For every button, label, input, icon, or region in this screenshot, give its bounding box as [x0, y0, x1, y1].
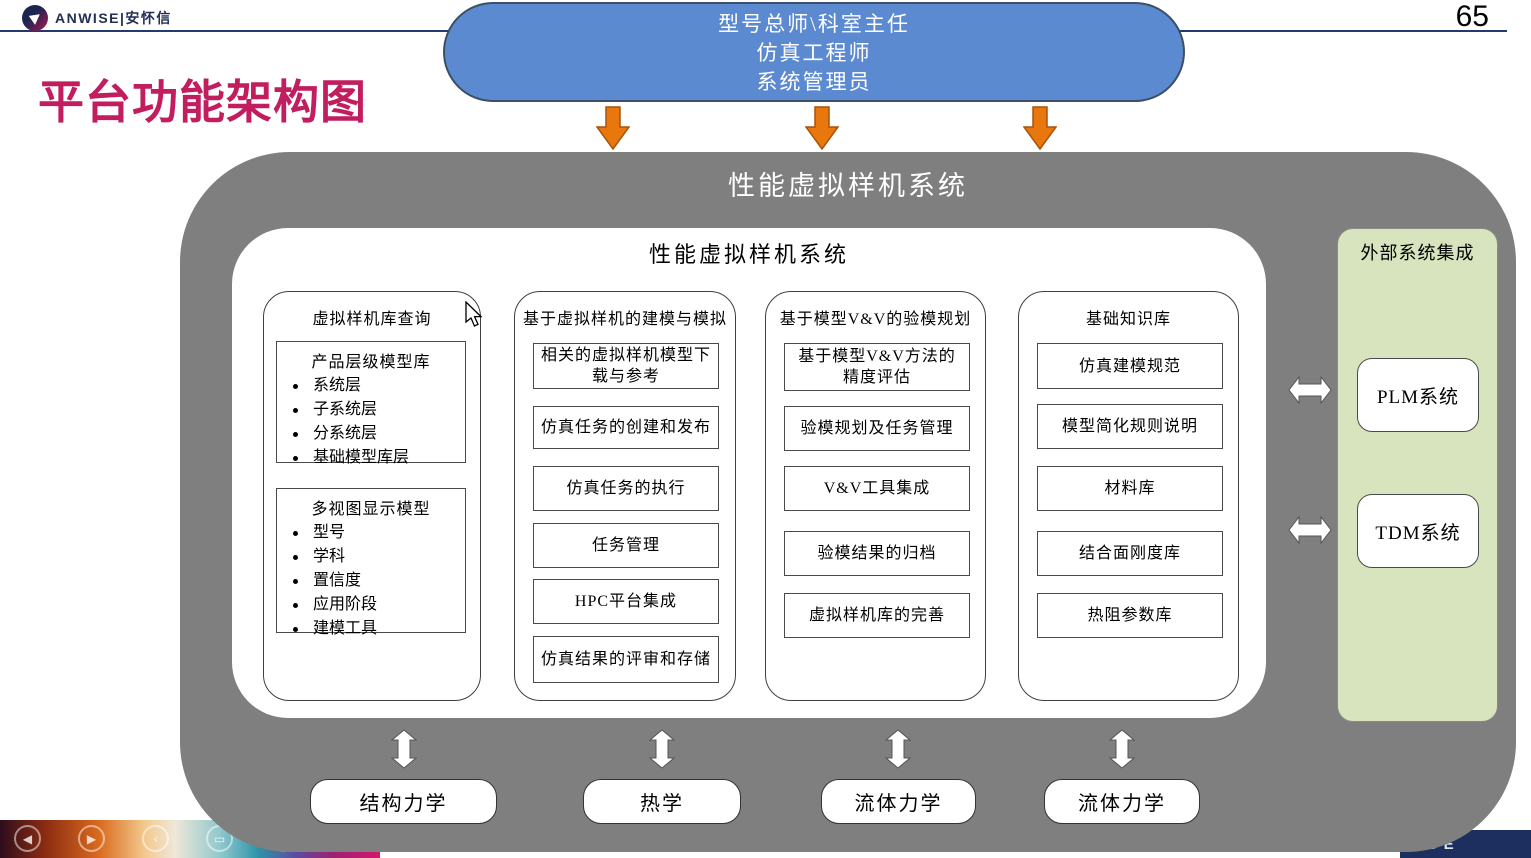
bullet-item: 置信度	[277, 569, 465, 593]
function-box: 基于模型V&V方法的精度评估	[784, 343, 970, 391]
function-box: 结合面刚度库	[1037, 531, 1223, 576]
group-title: 产品层级模型库	[311, 354, 431, 371]
down-arrow-icon	[596, 106, 630, 150]
column-header: 基于虚拟样机的建模与模拟	[522, 311, 727, 328]
bullet-item: 应用阶段	[277, 593, 465, 617]
left-right-arrow-icon	[1288, 515, 1332, 545]
mouse-cursor-icon	[465, 301, 483, 327]
up-down-arrow-icon	[1109, 729, 1135, 769]
role-line: 系统管理员	[756, 70, 872, 94]
group-product-model-library: 产品层级模型库 系统层 子系统层 分系统层 基础模型库层	[276, 341, 466, 466]
page-number: 65	[1455, 0, 1489, 33]
down-arrow-icon	[805, 106, 839, 150]
solver-box-thermal: 热学	[583, 779, 741, 824]
function-box: 验模规划及任务管理	[784, 406, 970, 451]
logo-text: ANWISE|安怀信	[55, 10, 172, 26]
up-down-arrow-icon	[649, 729, 675, 769]
bullet-list: 系统层 子系统层 分系统层 基础模型库层	[277, 374, 465, 470]
inner-system-panel: 性能虚拟样机系统 虚拟样机库查询 产品层级模型库 系统层 子系统层 分系统层 基…	[232, 228, 1266, 718]
bullet-item: 建模工具	[277, 617, 465, 641]
tdm-system-box: TDM系统	[1357, 494, 1479, 568]
outer-system-title: 性能虚拟样机系统	[728, 171, 968, 201]
outer-system-panel: 性能虚拟样机系统 性能虚拟样机系统 虚拟样机库查询 产品层级模型库 系统层 子系…	[180, 152, 1516, 852]
group-title: 多视图显示模型	[311, 501, 431, 518]
bullet-item: 分系统层	[277, 422, 465, 446]
column-header: 基于模型V&V的验模规划	[779, 311, 972, 328]
bullet-item: 型号	[277, 521, 465, 545]
solver-box-fluid-2: 流体力学	[1044, 779, 1200, 824]
group-multiview-models: 多视图显示模型 型号 学科 置信度 应用阶段 建模工具	[276, 488, 466, 637]
column-modeling-simulation: 基于虚拟样机的建模与模拟 相关的虚拟样机模型下载与参考 仿真任务的创建和发布 仿…	[514, 291, 736, 701]
external-systems-title: 外部系统集成	[1360, 243, 1475, 263]
bullet-item: 系统层	[277, 374, 465, 398]
column-knowledge-base: 基础知识库 仿真建模规范 模型简化规则说明 材料库 结合面刚度库 热阻参数库	[1018, 291, 1239, 701]
function-box: 任务管理	[533, 523, 719, 568]
role-line: 仿真工程师	[756, 41, 872, 65]
function-box: 相关的虚拟样机模型下载与参考	[533, 343, 719, 389]
down-arrow-icon	[1023, 106, 1057, 150]
bullet-list: 型号 学科 置信度 应用阶段 建模工具	[277, 521, 465, 641]
left-right-arrow-icon	[1288, 375, 1332, 405]
column-header: 虚拟样机库查询	[312, 311, 432, 328]
column-vp-library-query: 虚拟样机库查询 产品层级模型库 系统层 子系统层 分系统层 基础模型库层 多视图…	[263, 291, 481, 701]
external-systems-panel: 外部系统集成 PLM系统 TDM系统	[1337, 228, 1498, 722]
roles-bubble: 型号总师\科室主任 仿真工程师 系统管理员	[443, 2, 1185, 102]
bullet-item: 基础模型库层	[277, 446, 465, 470]
bullet-item: 子系统层	[277, 398, 465, 422]
function-box: 仿真任务的执行	[533, 466, 719, 511]
plm-system-box: PLM系统	[1357, 358, 1479, 432]
logo: ANWISE|安怀信	[22, 5, 172, 31]
column-header: 基础知识库	[1085, 311, 1171, 328]
function-box: 仿真任务的创建和发布	[533, 406, 719, 449]
up-down-arrow-icon	[885, 729, 911, 769]
function-box: 仿真建模规范	[1037, 343, 1223, 389]
role-line: 型号总师\科室主任	[718, 12, 910, 36]
anwise-logo-icon	[22, 5, 48, 31]
function-box: 虚拟样机库的完善	[784, 593, 970, 638]
inner-system-title: 性能虚拟样机系统	[648, 242, 849, 267]
column-vv-planning: 基于模型V&V的验模规划 基于模型V&V方法的精度评估 验模规划及任务管理 V&…	[765, 291, 986, 701]
function-box: 材料库	[1037, 466, 1223, 511]
function-box: 模型简化规则说明	[1037, 404, 1223, 449]
function-box: 验模结果的归档	[784, 531, 970, 576]
up-down-arrow-icon	[391, 729, 417, 769]
back-icon: ‹	[142, 825, 169, 852]
function-box: HPC平台集成	[533, 579, 719, 624]
function-box: 仿真结果的评审和存储	[533, 636, 719, 683]
solver-box-structural: 结构力学	[310, 779, 497, 824]
function-box: 热阻参数库	[1037, 593, 1223, 638]
slide-title: 平台功能架构图	[38, 76, 367, 128]
bullet-item: 学科	[277, 545, 465, 569]
function-box: V&V工具集成	[784, 466, 970, 511]
next-icon: ▶	[78, 825, 105, 852]
solver-box-fluid-1: 流体力学	[821, 779, 976, 824]
prev-icon: ◀	[14, 825, 41, 852]
